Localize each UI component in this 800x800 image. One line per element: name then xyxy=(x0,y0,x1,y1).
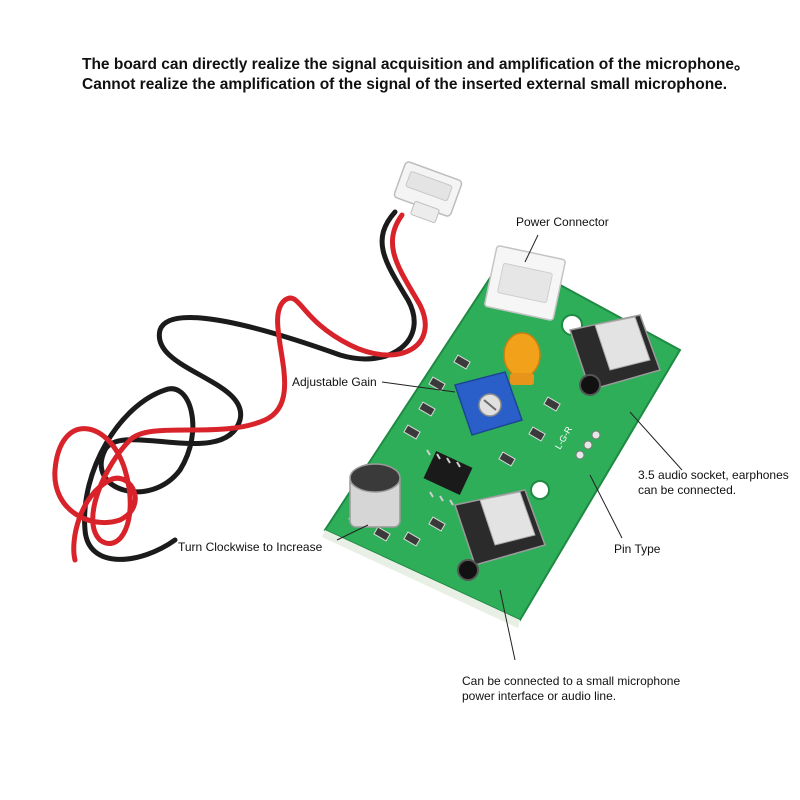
mount-hole xyxy=(530,480,550,500)
audio-socket-top xyxy=(569,314,661,396)
callout-pin-type: Pin Type xyxy=(614,542,661,556)
callout-adjustable-gain: Adjustable Gain xyxy=(292,375,377,389)
headline-line-1: The board can directly realize the signa… xyxy=(82,56,750,73)
callout-turn-clockwise: Turn Clockwise to Increase xyxy=(178,540,323,554)
headline: The board can directly realize the signa… xyxy=(82,55,782,95)
callout-audio-socket: 3.5 audio socket, earphones can be conne… xyxy=(638,468,789,498)
potentiometer xyxy=(454,371,523,436)
callout-lines xyxy=(336,234,683,661)
headline-line-2: Cannot realize the amplification of the … xyxy=(82,76,728,93)
pcb-board xyxy=(322,253,682,628)
power-connector xyxy=(484,245,566,321)
callout-power-connector: Power Connector xyxy=(516,215,609,229)
wire-harness xyxy=(52,209,428,563)
callout-audio-socket-line-2: can be connected. xyxy=(638,483,737,497)
callout-microphone-line-1: Can be connected to a small microphone xyxy=(462,674,681,688)
wire-connector xyxy=(393,161,463,223)
callout-microphone-interface: Can be connected to a small microphone p… xyxy=(462,674,680,704)
callout-microphone-line-2: power interface or audio line. xyxy=(462,689,617,703)
red-wire xyxy=(52,212,428,563)
callout-audio-socket-line-1: 3.5 audio socket, earphones xyxy=(638,468,789,482)
audio-socket-bottom xyxy=(454,489,546,581)
microphone-capsule xyxy=(349,463,401,528)
tantalum-capacitor xyxy=(503,332,541,385)
